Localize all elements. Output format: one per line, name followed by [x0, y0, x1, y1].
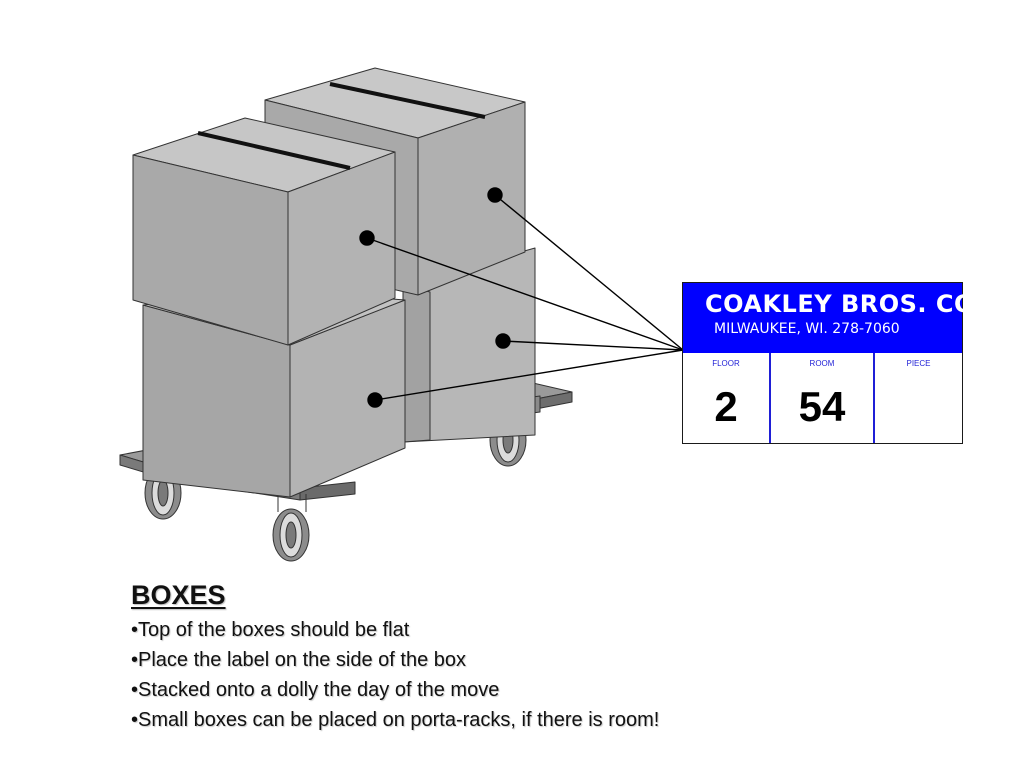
label-field-piece: PIECE	[875, 353, 962, 443]
piece-caption: PIECE	[906, 359, 931, 368]
box-icon	[132, 117, 396, 346]
box-icon	[402, 247, 536, 443]
company-name: COAKLEY BROS. CO.	[705, 290, 985, 318]
bullet-item: •Place the label on the side of the box	[131, 649, 467, 671]
room-caption: ROOM	[809, 359, 835, 368]
wheel-icon	[272, 494, 310, 562]
bullet-item: •Small boxes can be placed on porta-rack…	[131, 709, 660, 731]
instructions: BOXES •Top of the boxes should be flat •…	[131, 580, 659, 735]
bullet-item: •Top of the boxes should be flat	[131, 619, 410, 641]
bullet-item: •Stacked onto a dolly the day of the mov…	[131, 679, 500, 701]
label-field-floor: FLOOR 2	[683, 353, 771, 443]
floor-value: 2	[714, 383, 738, 430]
moving-label: COAKLEY BROS. CO. MILWAUKEE, WI. 278-706…	[682, 282, 984, 444]
room-value: 54	[798, 383, 846, 430]
label-pointer-icon	[359, 187, 684, 408]
company-address: MILWAUKEE, WI. 278-7060	[714, 321, 900, 337]
floor-caption: FLOOR	[712, 359, 740, 368]
label-field-room: ROOM 54	[771, 353, 875, 443]
label-header: COAKLEY BROS. CO. MILWAUKEE, WI. 278-706…	[683, 283, 984, 353]
section-title: BOXES	[131, 580, 226, 610]
